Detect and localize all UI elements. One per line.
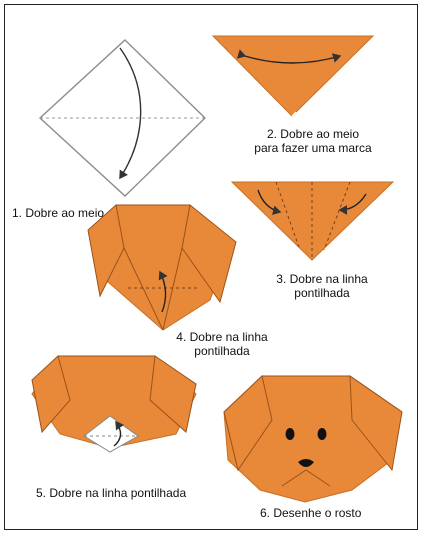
step-3-caption-line1: 3. Dobre na linha — [276, 272, 368, 286]
step-1-caption: 1. Dobre ao meio — [12, 206, 105, 220]
step-3-diagram — [230, 181, 395, 261]
step-1-diagram — [38, 39, 207, 197]
step-4-caption: 4. Dobre na linha pontilhada — [162, 330, 282, 358]
nose-icon — [298, 459, 314, 467]
fold-arrow — [119, 47, 142, 180]
white-paper-diamond — [38, 39, 207, 197]
step-2-diagram — [211, 35, 375, 117]
step-4-caption-line2: pontilhada — [194, 344, 250, 358]
left-ear — [87, 204, 125, 298]
step-2-caption-line2: para fazer uma marca — [254, 141, 372, 155]
step-6-diagram — [223, 375, 403, 503]
left-ear — [31, 355, 71, 434]
crease-arrow — [236, 49, 342, 64]
step-5-diagram — [31, 355, 197, 453]
step-5-caption: 5. Dobre na linha pontilhada — [36, 486, 187, 500]
mouth-fold — [281, 469, 331, 487]
step-3-caption-line2: pontilhada — [294, 286, 350, 300]
fold-arrow-right — [338, 193, 367, 215]
fold-arrow-left — [257, 189, 282, 216]
orange-triangle — [211, 35, 375, 117]
left-eye-icon — [285, 428, 295, 440]
fold-arrow — [113, 420, 125, 447]
step-3-caption: 3. Dobre na linha pontilhada — [262, 272, 382, 300]
right-eye-icon — [317, 428, 327, 440]
fold-arrow — [158, 270, 168, 313]
left-ear — [223, 375, 273, 472]
step-4-caption-line1: 4. Dobre na linha — [176, 330, 268, 344]
right-ear — [181, 204, 237, 304]
step-2-caption-line1: 2. Dobre ao meio — [266, 127, 360, 141]
right-ear — [149, 355, 197, 433]
white-chin-flap — [83, 415, 139, 453]
step-4-diagram — [87, 204, 237, 331]
step-2-caption: 2. Dobre ao meio para fazer uma marca — [238, 127, 388, 155]
right-ear — [349, 375, 403, 472]
step-6-caption: 6. Desenhe o rosto — [260, 506, 362, 520]
